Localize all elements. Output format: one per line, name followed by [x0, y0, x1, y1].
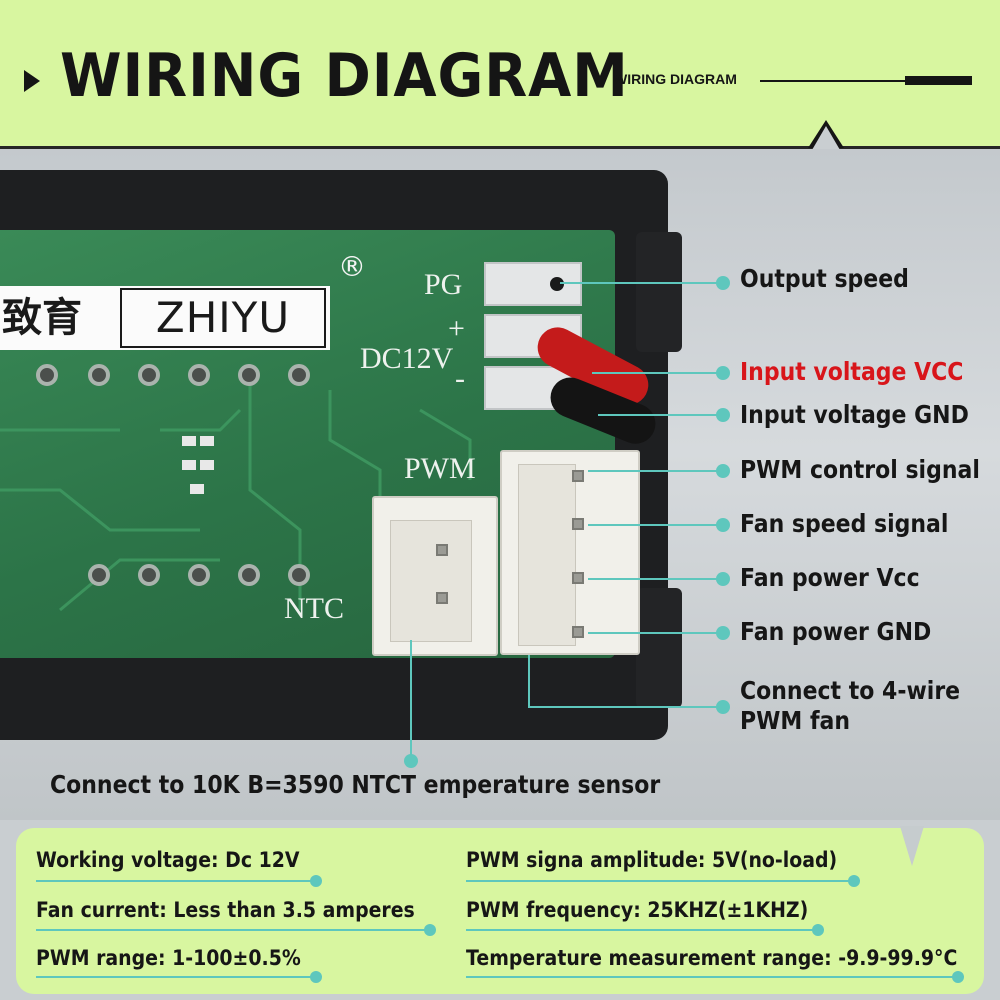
page-title: WIRING DIAGRAM	[60, 41, 629, 111]
callout-line-output-speed	[560, 282, 720, 284]
spec-underline	[466, 929, 816, 931]
callout-line-fan4-vertical	[528, 655, 530, 707]
spec-underline	[466, 976, 956, 978]
spec-pwm-range: PWM range: 1-100±0.5%	[36, 946, 301, 970]
connector-pin	[572, 626, 584, 638]
pcb-via	[238, 364, 260, 386]
callout-dot	[716, 366, 730, 380]
pcb-via	[238, 564, 260, 586]
pcb-via	[138, 564, 160, 586]
callout-line-fan-vcc	[588, 578, 720, 580]
pcb-via	[188, 364, 210, 386]
spec-dot	[310, 875, 322, 887]
page-subtitle: WIRING DIAGRAM	[614, 71, 737, 87]
silk-minus: -	[455, 362, 465, 395]
spec-dot	[848, 875, 860, 887]
solder-point	[550, 277, 564, 291]
label-fan-vcc: Fan power Vcc	[740, 563, 920, 592]
callout-dot	[716, 464, 730, 478]
label-output-speed: Output speed	[740, 264, 909, 293]
header-rule-accent	[905, 76, 972, 85]
callout-dot	[716, 276, 730, 290]
brand-chinese-text: 致育	[2, 295, 82, 341]
callout-line-fan-speed	[588, 524, 720, 526]
specs-notch	[900, 826, 924, 866]
connector-pin	[572, 518, 584, 530]
label-input-vcc: Input voltage VCC	[740, 357, 964, 386]
callout-dot	[716, 626, 730, 640]
spec-dot	[424, 924, 436, 936]
callout-line-ntc	[410, 640, 412, 760]
callout-line-gnd	[598, 414, 720, 416]
brand-logo: ZHIYU	[120, 288, 326, 348]
label-fan-gnd: Fan power GND	[740, 617, 932, 646]
pcb-via	[138, 364, 160, 386]
callout-dot	[404, 754, 418, 768]
smd-component	[182, 460, 196, 470]
spec-dot	[812, 924, 824, 936]
smd-component	[200, 460, 214, 470]
brand-label-plate	[0, 286, 330, 350]
label-pwm-control: PWM control signal	[740, 455, 980, 484]
connector-pin	[572, 470, 584, 482]
smd-component	[182, 436, 196, 446]
solder-pad-pg	[484, 262, 582, 306]
spec-temperature-range: Temperature measurement range: -9.9-99.9…	[466, 946, 958, 970]
silk-pwm: PWM	[404, 452, 476, 485]
registered-mark: ®	[338, 250, 366, 283]
silk-dc12v: DC12V	[360, 342, 454, 375]
callout-dot	[716, 572, 730, 586]
spec-dot	[952, 971, 964, 983]
spec-pwm-amplitude: PWM signa amplitude: 5V(no-load)	[466, 848, 838, 872]
pcb-via	[36, 364, 58, 386]
spec-fan-current: Fan current: Less than 3.5 amperes	[36, 898, 415, 922]
silk-plus: +	[448, 312, 465, 345]
spec-underline	[36, 880, 314, 882]
silk-ntc: NTC	[284, 592, 344, 625]
label-fan4-line1: Connect to 4-wire	[740, 676, 961, 705]
spec-underline	[466, 880, 852, 882]
label-fan4-line2: PWM fan	[740, 706, 851, 735]
pcb-via	[88, 364, 110, 386]
callout-line-fan4	[528, 706, 720, 708]
ntc-connector-socket	[390, 520, 472, 642]
pwm-connector-socket	[518, 464, 576, 646]
pcb-via	[88, 564, 110, 586]
header-rule	[760, 80, 972, 82]
connector-pin	[572, 572, 584, 584]
smd-component	[200, 436, 214, 446]
specs-panel	[16, 828, 984, 994]
play-arrow-icon	[24, 70, 40, 92]
label-ntc-sensor: Connect to 10K B=3590 NTCT emperature se…	[50, 770, 661, 799]
callout-dot	[716, 700, 730, 714]
callout-line-pwm-control	[588, 470, 720, 472]
pcb-via	[288, 564, 310, 586]
pcb-via	[188, 564, 210, 586]
label-fan-speed: Fan speed signal	[740, 509, 949, 538]
callout-line-fan-gnd	[588, 632, 720, 634]
spec-underline	[36, 976, 314, 978]
spec-working-voltage: Working voltage: Dc 12V	[36, 848, 300, 872]
spec-pwm-frequency: PWM frequency: 25KHZ(±1KHZ)	[466, 898, 809, 922]
case-clip-bottom	[636, 588, 682, 708]
header-notch-inner	[812, 126, 840, 150]
case-clip-top	[636, 232, 682, 352]
connector-pin	[436, 544, 448, 556]
smd-component	[190, 484, 204, 494]
connector-pin	[436, 592, 448, 604]
silk-pg: PG	[424, 268, 463, 301]
callout-line-vcc	[592, 372, 720, 374]
spec-dot	[310, 971, 322, 983]
label-input-gnd: Input voltage GND	[740, 400, 969, 429]
header-divider	[0, 146, 1000, 149]
callout-dot	[716, 408, 730, 422]
callout-dot	[716, 518, 730, 532]
spec-underline	[36, 929, 428, 931]
pcb-via	[288, 364, 310, 386]
